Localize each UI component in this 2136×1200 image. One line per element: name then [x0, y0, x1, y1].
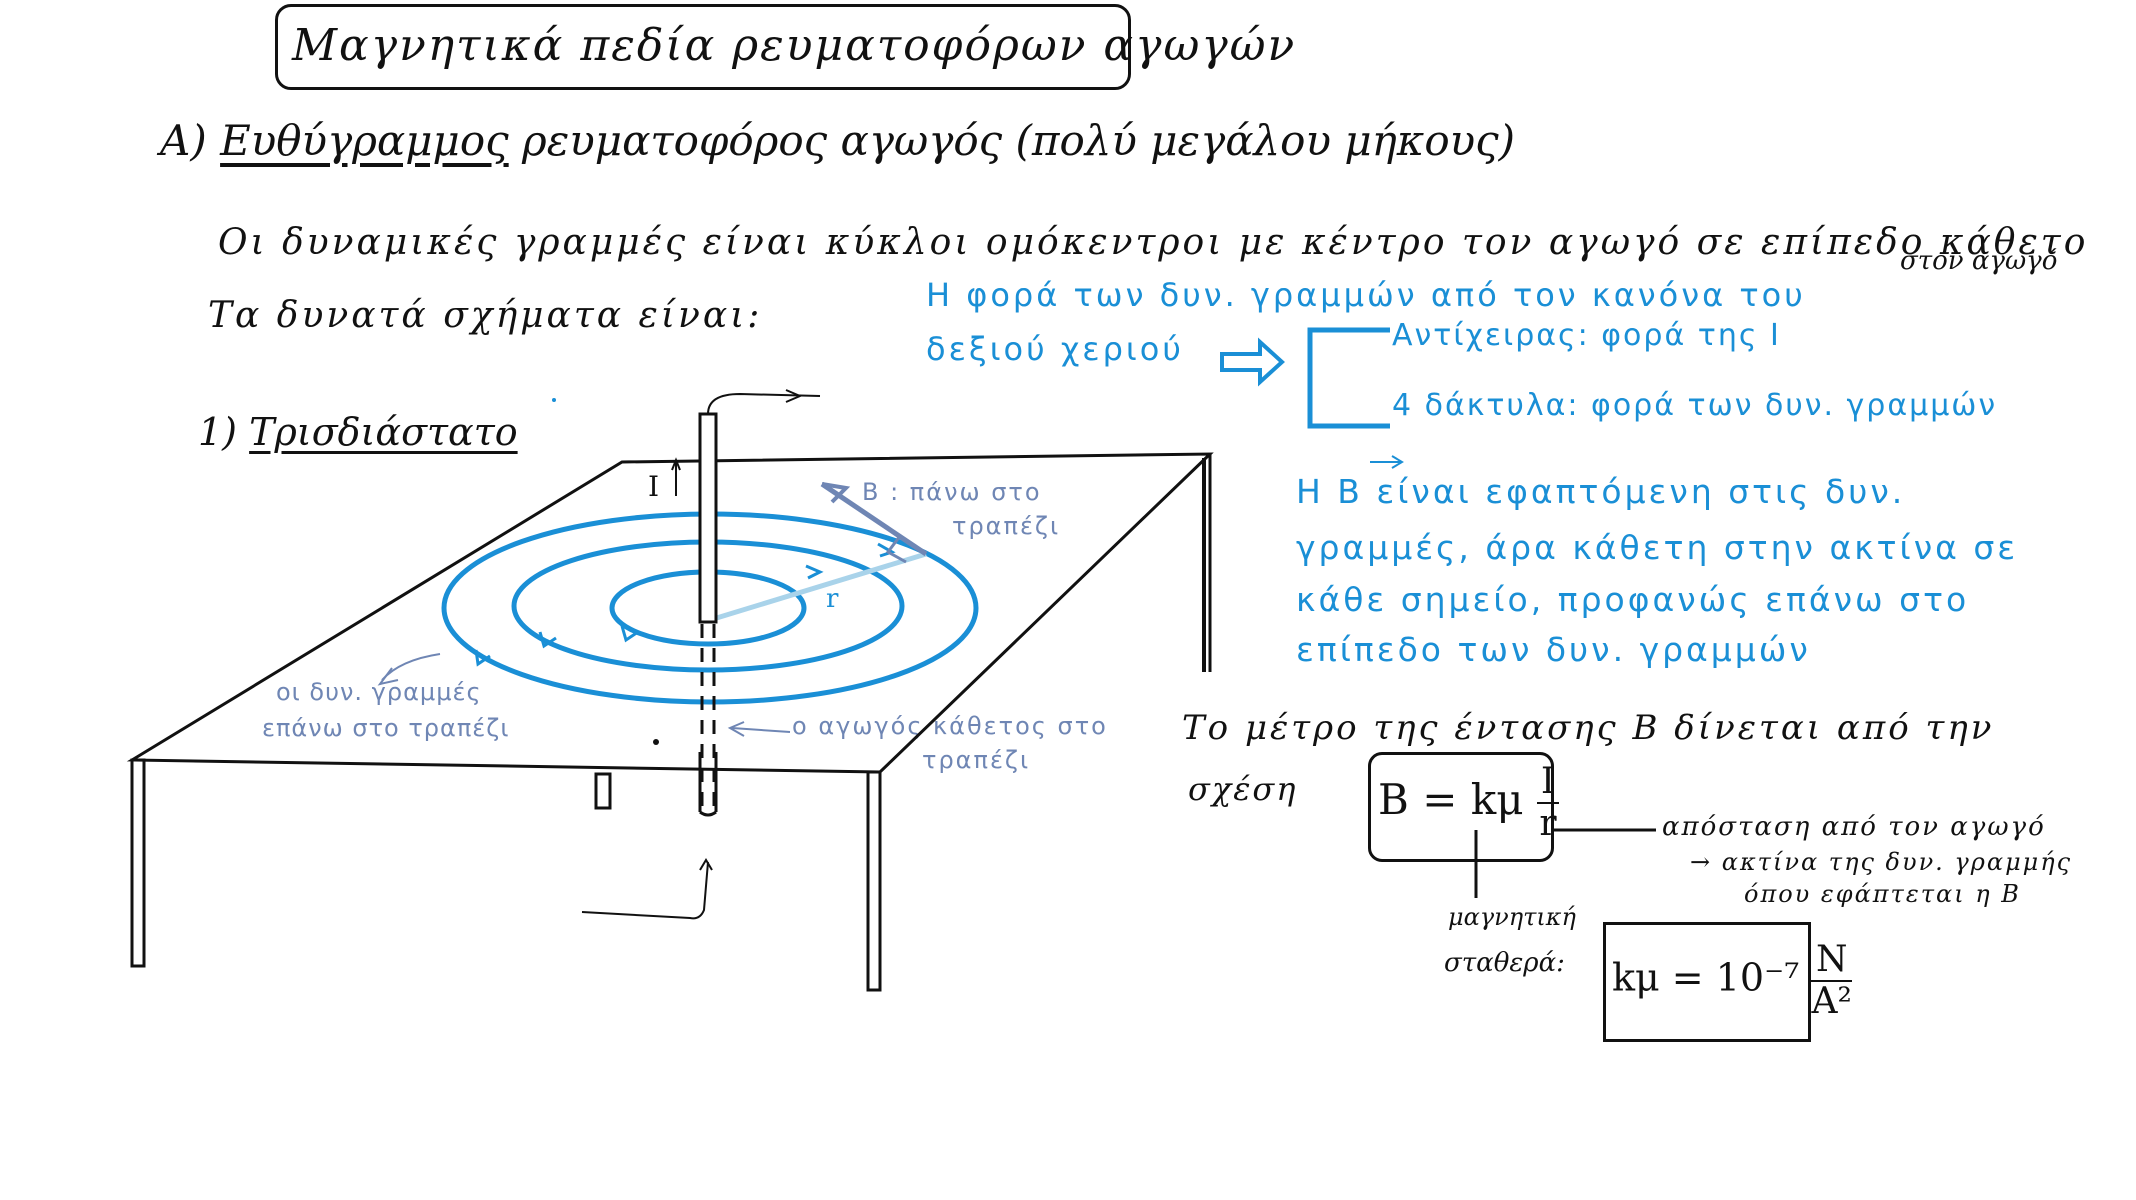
rhr-arrow-icon — [1220, 337, 1285, 387]
table-top — [126, 452, 1214, 774]
b-tangent-line-2: γραμμές, άρα κάθετη στην ακτίνα σε — [1296, 528, 2019, 567]
section-a-rest: ρευματοφόρος αγωγός (πολύ μεγάλου μήκους… — [522, 116, 1516, 165]
conductor-rod-upper — [698, 412, 718, 624]
conductor-label-2: τραπέζι — [922, 746, 1031, 774]
radius-label: r — [826, 584, 839, 614]
k-unit-den: A² — [1811, 981, 1852, 1022]
k-annotation-2: σταθερά: — [1444, 948, 1565, 978]
table-leg-front-left — [130, 758, 146, 968]
k-annotation-1: μαγνητική — [1448, 903, 1576, 931]
right-angle-mark — [885, 535, 907, 564]
rhr-line-2: δεξιού χεριού — [926, 330, 1184, 368]
magnitude-line-1: Το μέτρο της έντασης B δίνεται από την — [1182, 708, 1995, 748]
b-tangent-line-3: κάθε σημείο, προφανώς επάνω στο — [1296, 580, 1970, 619]
b-vector-head — [821, 482, 851, 504]
b-formula-fraction: I r — [1536, 762, 1560, 844]
b-tangent-line-1: Η B είναι εφαπτόμενη στις δυν. — [1296, 472, 1906, 511]
magnitude-line-2: σχέση — [1188, 770, 1298, 808]
k-unit-num: N — [1811, 940, 1852, 982]
formula-box — [1368, 752, 1554, 862]
k-formula: kμ = 10⁻⁷ N A² — [1612, 940, 1852, 1022]
conductor-pointer — [731, 727, 791, 733]
section-1-title: Τρισδιάστατο — [249, 410, 518, 454]
field-lines-pointer — [381, 653, 441, 681]
r-annotation-3: όπου εφάπτεται η B — [1744, 880, 2021, 908]
k-formula-lhs: kμ = 10⁻⁷ — [1612, 955, 1800, 1000]
b-formula-den: r — [1539, 803, 1557, 844]
intro-line-1: Οι δυναμικές γραμμές είναι κύκλοι ομόκεν… — [218, 222, 2089, 263]
intro-line-2: Τα δυνατά σχήματα είναι: — [208, 295, 763, 336]
field-lines-label-2: επάνω στο τραπέζι — [262, 714, 510, 742]
b-formula-num: I — [1536, 762, 1560, 804]
section-1-marker: 1) — [198, 410, 238, 454]
wire-bottom — [581, 861, 709, 920]
field-arrow-2 — [474, 649, 491, 667]
k-formula-unit: N A² — [1811, 940, 1852, 1022]
field-arrow-3 — [620, 625, 639, 643]
table-leg-front-right — [866, 770, 882, 992]
section-a-marker: Α) — [160, 116, 207, 165]
section-a-title: Ευθύγραμμος — [220, 116, 509, 165]
rhr-line-1: Η φορά των δυν. γραμμών από τον κανόνα τ… — [926, 276, 1806, 314]
r-annotation-1: απόσταση από τον αγωγό — [1662, 812, 2046, 842]
r-annotation-2: → ακτίνα της δυν. γραμμής — [1690, 848, 2073, 876]
rhr-fingers: 4 δάκτυλα: φορά των δυν. γραμμών — [1392, 388, 1998, 423]
radius-line — [709, 551, 927, 623]
wire-top — [707, 392, 821, 415]
section-a-heading: Α) Ευθύγραμμος ρευματοφόρος αγωγός (πολύ… — [160, 116, 1515, 165]
k-formula-box — [1603, 922, 1811, 1042]
rhr-bracket — [1307, 327, 1390, 429]
field-lines-label-1: οι δυν. γραμμές — [276, 678, 482, 706]
field-arrow-4 — [805, 564, 824, 580]
current-label: I — [648, 470, 660, 503]
page-title: Μαγνητικά πεδία ρευματοφόρων αγωγών — [292, 20, 1297, 71]
field-arrow-1 — [538, 631, 557, 649]
b-vector-label-2: τραπέζι — [952, 512, 1061, 540]
field-arrow-5 — [877, 542, 896, 558]
section-1-heading: 1) Τρισδιάστατο — [198, 410, 518, 454]
b-vector-label-1: B : πάνω στο — [862, 478, 1042, 506]
title-box — [275, 4, 1131, 90]
rhr-thumb: Αντίχειρας: φορά της Ι — [1392, 318, 1781, 353]
conductor-label-1: ο αγωγός κάθετος στο — [792, 712, 1108, 740]
b-formula-lhs: B = kμ — [1378, 775, 1524, 824]
b-tangent-line-4: επίπεδο των δυν. γραμμών — [1296, 630, 1811, 669]
table-leg-back-left — [594, 772, 612, 810]
intro-line-1-tail: στον αγωγό — [1900, 246, 2058, 276]
b-formula: B = kμ I r — [1378, 762, 1560, 844]
